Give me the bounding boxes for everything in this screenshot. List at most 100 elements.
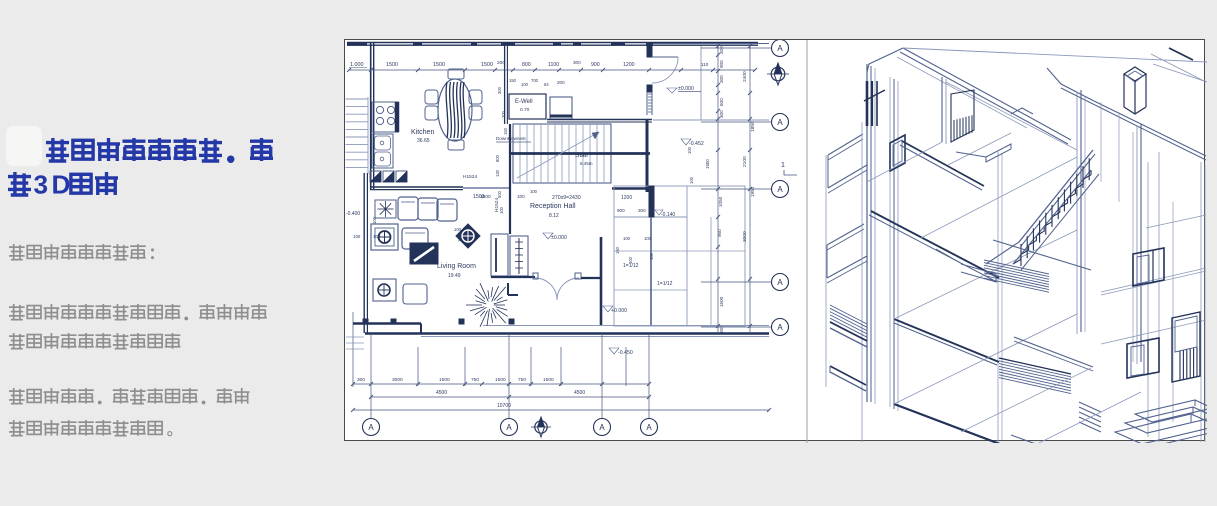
svg-text:A: A xyxy=(777,44,783,53)
svg-text:10700: 10700 xyxy=(497,403,511,409)
svg-text:100: 100 xyxy=(530,189,538,194)
svg-text:750: 750 xyxy=(471,377,479,383)
svg-text:100: 100 xyxy=(644,236,652,241)
svg-text:D: D xyxy=(52,170,71,200)
svg-text:1100: 1100 xyxy=(548,62,559,68)
svg-text:±0.000: ±0.000 xyxy=(551,235,567,241)
svg-text:19.49: 19.49 xyxy=(448,273,461,279)
svg-text:1: 1 xyxy=(781,162,785,169)
svg-text:A: A xyxy=(599,423,605,432)
svg-text:1500: 1500 xyxy=(439,377,450,383)
svg-text:A: A xyxy=(646,423,652,432)
svg-text:E-Well: E-Well xyxy=(515,99,533,105)
svg-text:1850: 1850 xyxy=(750,120,756,131)
svg-text:-0.452: -0.452 xyxy=(689,141,704,147)
svg-text:150: 150 xyxy=(503,127,508,135)
svg-text:1500: 1500 xyxy=(719,296,724,307)
svg-text:100: 100 xyxy=(623,236,631,241)
svg-text:Kitchen: Kitchen xyxy=(411,129,434,136)
svg-text:A: A xyxy=(368,423,374,432)
svg-text:6.45m: 6.45m xyxy=(580,161,593,166)
svg-text:1=1/12: 1=1/12 xyxy=(623,263,639,269)
svg-text:0.70: 0.70 xyxy=(520,107,530,113)
svg-text:A: A xyxy=(777,323,783,332)
svg-text:A: A xyxy=(777,118,783,127)
svg-text:1500: 1500 xyxy=(386,62,398,68)
svg-text:300: 300 xyxy=(719,74,724,82)
svg-text:1=1/12: 1=1/12 xyxy=(657,281,673,287)
svg-text:100: 100 xyxy=(353,234,361,239)
svg-text:600: 600 xyxy=(719,97,724,105)
svg-text:100: 100 xyxy=(628,256,633,264)
svg-text:750: 750 xyxy=(518,377,526,383)
svg-text:270x9=2430: 270x9=2430 xyxy=(552,195,581,201)
svg-text:1500: 1500 xyxy=(495,377,506,383)
svg-text:8.12: 8.12 xyxy=(549,213,559,219)
svg-text:-0.450: -0.450 xyxy=(618,350,633,356)
svg-text:300: 300 xyxy=(497,86,502,94)
svg-text:110: 110 xyxy=(701,62,709,67)
svg-text:36.65: 36.65 xyxy=(417,138,430,144)
svg-text:100: 100 xyxy=(454,227,462,232)
svg-text:1500: 1500 xyxy=(480,194,491,200)
svg-text:200: 200 xyxy=(497,60,505,66)
svg-text:1500: 1500 xyxy=(481,62,493,68)
svg-text:1500: 1500 xyxy=(543,377,554,383)
svg-text:Stair: Stair xyxy=(575,152,589,159)
svg-text:900: 900 xyxy=(719,59,724,67)
svg-text:950: 950 xyxy=(717,228,722,236)
svg-text:300: 300 xyxy=(719,325,724,333)
svg-text:64: 64 xyxy=(544,82,549,87)
svg-text:2100: 2100 xyxy=(742,155,748,166)
svg-text:1200: 1200 xyxy=(621,195,632,201)
svg-text:300: 300 xyxy=(573,60,581,65)
svg-text:-0.400: -0.400 xyxy=(346,211,360,217)
svg-text:-0.140: -0.140 xyxy=(661,212,675,218)
svg-text:200: 200 xyxy=(557,80,565,85)
svg-text:150: 150 xyxy=(509,78,517,83)
svg-text:800: 800 xyxy=(495,154,500,162)
svg-text:Living Room: Living Room xyxy=(437,263,476,270)
svg-text:+0.000: +0.000 xyxy=(611,308,627,314)
svg-text:700: 700 xyxy=(531,78,539,83)
svg-text:900: 900 xyxy=(591,62,600,68)
svg-text:500: 500 xyxy=(497,190,502,198)
svg-text:A: A xyxy=(777,278,783,287)
svg-text:A: A xyxy=(506,423,512,432)
svg-text:100: 100 xyxy=(457,234,462,242)
svg-text:130: 130 xyxy=(495,169,500,177)
svg-text:DownDownest: DownDownest xyxy=(496,136,526,141)
svg-text:4500: 4500 xyxy=(436,390,447,396)
svg-text:A: A xyxy=(777,185,783,194)
svg-text:3000: 3000 xyxy=(742,230,748,241)
svg-text:±0.000: ±0.000 xyxy=(678,86,694,92)
svg-text:1050: 1050 xyxy=(718,196,723,207)
svg-text:800: 800 xyxy=(522,62,531,68)
svg-text:4500: 4500 xyxy=(574,390,585,396)
svg-text:3000: 3000 xyxy=(392,377,403,383)
svg-text:100: 100 xyxy=(499,206,504,214)
svg-text:H1524: H1524 xyxy=(494,197,500,211)
svg-text:900: 900 xyxy=(617,208,625,213)
svg-text:1200: 1200 xyxy=(623,62,635,68)
svg-text:300: 300 xyxy=(719,109,724,117)
svg-text:100: 100 xyxy=(372,216,377,224)
svg-text:100: 100 xyxy=(689,176,694,184)
svg-text:150: 150 xyxy=(649,252,654,260)
svg-text:2400: 2400 xyxy=(742,70,748,81)
svg-text:100: 100 xyxy=(373,234,381,239)
svg-text:100: 100 xyxy=(521,82,529,87)
svg-text:150: 150 xyxy=(615,246,620,254)
svg-text:1500: 1500 xyxy=(705,158,710,168)
svg-text:100: 100 xyxy=(687,146,692,154)
svg-text:1500: 1500 xyxy=(433,62,445,68)
svg-text:700: 700 xyxy=(501,110,506,118)
svg-text:Reception Hall: Reception Hall xyxy=(530,203,576,210)
svg-text:1500: 1500 xyxy=(473,194,485,200)
svg-text:100: 100 xyxy=(517,194,525,199)
svg-text:1950: 1950 xyxy=(750,186,755,197)
svg-text:300: 300 xyxy=(357,377,365,383)
svg-text:300: 300 xyxy=(638,208,646,213)
svg-text:3: 3 xyxy=(34,170,49,200)
svg-text:300: 300 xyxy=(719,45,724,53)
